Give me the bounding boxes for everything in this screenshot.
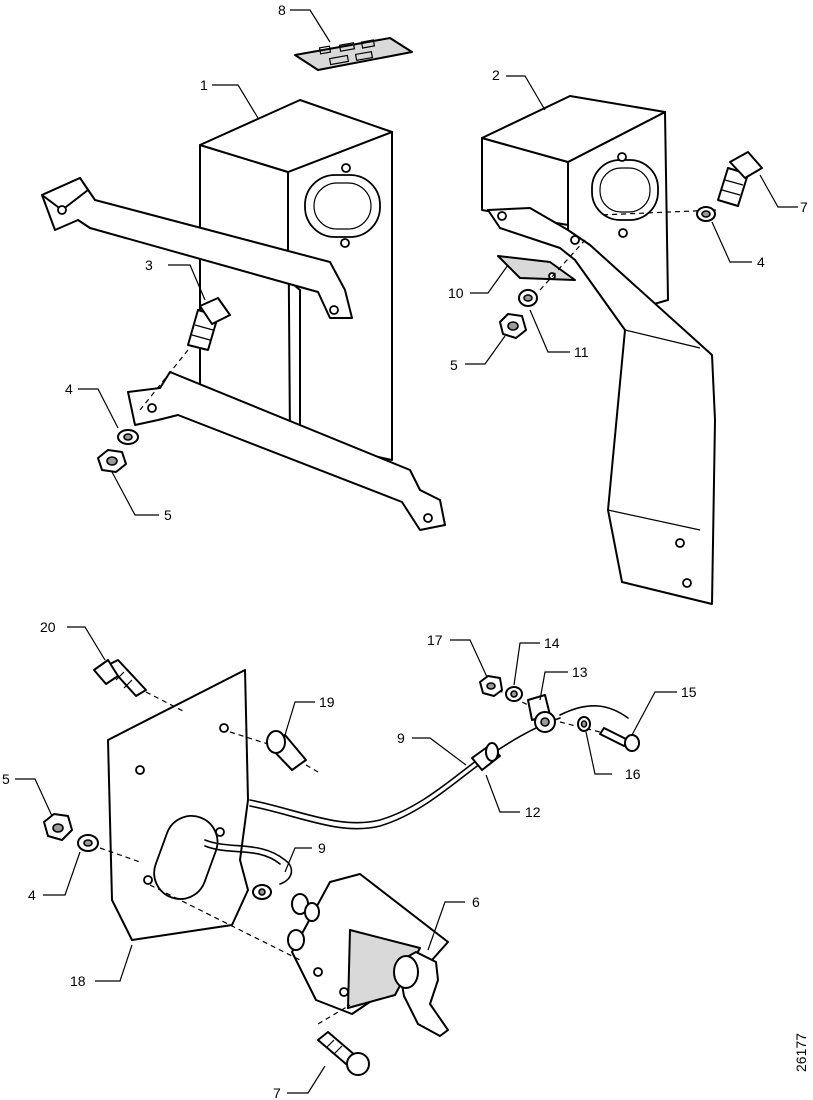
nut-part-5-left <box>97 449 127 473</box>
callout-8: 8 <box>278 2 286 18</box>
alignment-line-plate-switch <box>149 884 301 961</box>
callout-13: 13 <box>572 664 588 680</box>
bolt-part-7-bottom <box>317 1004 370 1076</box>
callout-11: 11 <box>574 344 589 360</box>
callout-4-bottom: 4 <box>28 887 36 903</box>
screw-part-15 <box>559 721 640 752</box>
sleeve-part-12 <box>471 742 501 771</box>
callout-20: 20 <box>40 619 56 635</box>
callout-5-bottom: 5 <box>2 771 10 787</box>
bolt-part-3 <box>139 297 231 411</box>
callout-2: 2 <box>492 67 500 83</box>
callout-10: 10 <box>448 285 464 301</box>
washer-part-4-top <box>696 206 716 222</box>
callout-7-top: 7 <box>800 199 808 215</box>
arm-part-2 <box>487 207 716 605</box>
washer-part-14 <box>505 686 523 702</box>
switch-part-6 <box>287 873 449 1037</box>
callout-9-cable: 9 <box>397 730 405 746</box>
callout-3: 3 <box>145 257 153 273</box>
callout-17: 17 <box>427 632 443 648</box>
callout-6: 6 <box>472 894 480 910</box>
callout-19: 19 <box>319 694 335 710</box>
callout-4-left: 4 <box>65 381 73 397</box>
nut-part-17 <box>479 675 503 697</box>
mounting-plate-part-18 <box>107 669 249 941</box>
callout-5-left: 5 <box>164 507 172 523</box>
housing-part-2 <box>481 95 669 309</box>
callout-18: 18 <box>70 973 86 989</box>
bolt-part-20 <box>93 659 186 713</box>
callout-16: 16 <box>625 766 641 782</box>
nut-part-5-right <box>499 313 527 339</box>
plate-part-10 <box>497 239 586 291</box>
upper-bracket-part-1 <box>41 177 353 319</box>
callout-leaders <box>15 9 798 1094</box>
washer-part-4-left <box>117 429 139 445</box>
callout-1: 1 <box>200 77 208 93</box>
callout-5-right: 5 <box>450 357 458 373</box>
nut-part-5-bottom <box>43 813 73 841</box>
callout-12: 12 <box>525 804 541 820</box>
drawing-number: 26177 <box>793 1033 809 1072</box>
bolt-part-7-top <box>599 151 763 216</box>
callout-7-bottom: 7 <box>273 1085 281 1100</box>
washer-part-16 <box>577 716 591 732</box>
terminals <box>287 893 320 951</box>
washer-part-11 <box>518 289 538 307</box>
clamp-part-13 <box>489 685 556 733</box>
label-plate-part-8 <box>294 37 413 71</box>
bushing-part-19 <box>229 730 319 773</box>
washer-part-4-bottom <box>77 834 141 863</box>
callout-9-wire: 9 <box>318 840 326 856</box>
callout-15: 15 <box>681 684 697 700</box>
callout-4-top: 4 <box>757 254 765 270</box>
wire-part-9-short <box>204 839 293 900</box>
callout-14: 14 <box>544 635 560 651</box>
